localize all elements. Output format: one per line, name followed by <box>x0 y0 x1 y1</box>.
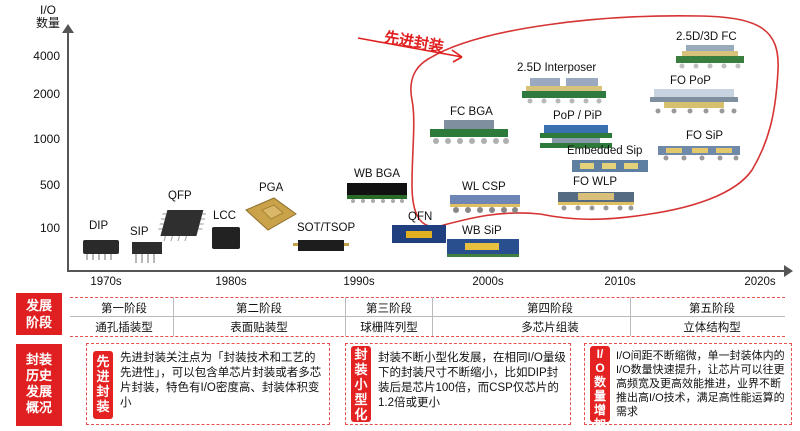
package-label-wb-bga: WB BGA <box>354 168 401 180</box>
stage-1-type: 通孔插装型 <box>95 322 153 334</box>
package-label-wl-csp: WL CSP <box>462 181 506 193</box>
package-label-2-5d-3d-fc: 2.5D/3D FC <box>676 31 737 43</box>
y-tick-2000: 2000 <box>33 87 60 101</box>
stage-divider-1 <box>173 297 174 336</box>
history-box-miniaturization-tag: 封装小型化 <box>351 346 371 422</box>
package-label-2-5d-interposer: 2.5D Interposer <box>517 62 597 74</box>
x-axis-line <box>67 270 785 272</box>
sip-chip-icon <box>132 242 162 263</box>
package-label-sot-tsop: SOT/TSOP <box>297 222 356 234</box>
package-label-sip: SIP <box>130 226 149 238</box>
fo-sip-chip-icon <box>658 146 740 161</box>
fo-pop-chip-icon <box>650 89 738 114</box>
3d-fc-chip-icon <box>676 45 744 69</box>
dip-chip-icon <box>83 240 119 260</box>
history-box-io-increase <box>584 343 792 425</box>
history-box-advanced-text: 先进封装关注点为「封装技术和工艺的先进性」，可以包含单芯片封装或者多芯片封装，特… <box>120 352 322 409</box>
package-label-wb-sip: WB SiP <box>462 225 502 237</box>
x-axis-arrow <box>784 265 793 277</box>
y-tick-100: 100 <box>39 221 60 235</box>
stage-4-type: 多芯片组装 <box>521 322 579 334</box>
lcc-chip-icon <box>212 227 240 249</box>
embedded-sip-chip-icon <box>572 160 648 172</box>
stage-5-type: 立体结构型 <box>683 322 741 334</box>
history-overview-label: 封装历史发展概况 <box>16 344 62 426</box>
stage-3-type: 球栅阵列型 <box>360 322 418 334</box>
x-tick-2010s: 2010s <box>604 276 636 288</box>
package-label-qfn: QFN <box>408 211 433 223</box>
y-tick-4000: 4000 <box>33 49 60 63</box>
history-box-io-increase-text: I/O间距不断缩微，单一封装体内的I/O数量快速提升，让芯片可以往更高频宽及更高… <box>616 350 785 418</box>
history-box-miniaturization <box>345 343 571 425</box>
package-label-fc-bga: FC BGA <box>450 106 493 118</box>
package-label-pop-pip: PoP / PiP <box>553 110 603 122</box>
qfn-chip-icon <box>392 225 446 243</box>
y-axis-line <box>67 30 69 270</box>
package-label-dip: DIP <box>89 220 109 232</box>
development-stage-label: 发展阶段 <box>16 293 62 335</box>
stage-row-mid-line <box>70 316 785 317</box>
wb-sip-chip-icon <box>447 239 519 257</box>
stage-divider-4 <box>630 297 631 336</box>
y-tick-500: 500 <box>39 178 60 192</box>
stage-3-title: 第三阶段 <box>366 303 412 315</box>
stage-1-title: 第一阶段 <box>101 303 147 315</box>
history-box-advanced <box>86 343 330 425</box>
stage-4-title: 第四阶段 <box>527 303 573 315</box>
package-label-fo-wlp: FO WLP <box>573 176 618 188</box>
history-box-io-increase-tag: I/O数量增加 <box>590 346 610 431</box>
package-label-pga: PGA <box>259 182 284 194</box>
y-axis-title-io: I/O <box>40 3 57 17</box>
sot-tsop-chip-icon <box>293 240 349 251</box>
history-box-miniaturization-tag-text: 封装小型化 <box>354 347 368 422</box>
history-box-advanced-tag: 先进封装 <box>93 351 113 419</box>
pop-pip-chip-icon <box>540 125 612 148</box>
x-tick-1990s: 1990s <box>343 276 375 288</box>
package-label-fo-pop: FO PoP <box>670 75 711 87</box>
advanced-packaging-outline <box>357 15 779 228</box>
pga-chip-icon <box>245 197 297 231</box>
y-axis-title-count: 数量 <box>36 16 61 30</box>
stage-row-bottom-line <box>70 336 785 337</box>
stage-2-type: 表面贴装型 <box>230 322 288 334</box>
history-box-miniaturization-text: 封装不断小型化发展，在相同I/O量级下的封装尺寸不断缩小，比如DIP封装后是芯片… <box>378 352 566 409</box>
wl-csp-chip-icon <box>450 195 520 213</box>
stage-divider-2 <box>345 297 346 336</box>
x-tick-2000s: 2000s <box>472 276 504 288</box>
x-tick-2020s: 2020s <box>744 276 776 288</box>
fo-wlp-chip-icon <box>558 192 634 211</box>
history-overview-label-text: 封装历史发展概况 <box>25 352 52 415</box>
history-box-io-increase-tag-text: I/O数量增加 <box>593 347 606 431</box>
stage-row-top-line <box>70 297 785 298</box>
y-axis-title: I/O 数量 <box>36 4 60 30</box>
interposer-chip-icon <box>522 78 606 104</box>
x-tick-1970s: 1970s <box>90 276 122 288</box>
package-label-lcc: LCC <box>213 210 237 222</box>
wb-bga-chip-icon <box>347 183 407 203</box>
stage-5-title: 第五阶段 <box>689 303 735 315</box>
y-tick-1000: 1000 <box>33 132 60 146</box>
y-axis-arrow <box>62 24 74 33</box>
qfp-chip-icon <box>158 210 206 241</box>
x-tick-1980s: 1980s <box>215 276 247 288</box>
stage-2-title: 第二阶段 <box>236 303 282 315</box>
stage-divider-3 <box>432 297 433 336</box>
package-label-fo-sip: FO SiP <box>686 130 724 142</box>
history-box-advanced-tag-text: 先进封装 <box>96 354 110 414</box>
fc-bga-chip-icon <box>430 120 509 144</box>
development-stage-label-text: 发展阶段 <box>25 298 52 330</box>
package-label-embedded-sip: Embedded Sip <box>567 145 643 157</box>
package-label-qfp: QFP <box>168 190 192 202</box>
